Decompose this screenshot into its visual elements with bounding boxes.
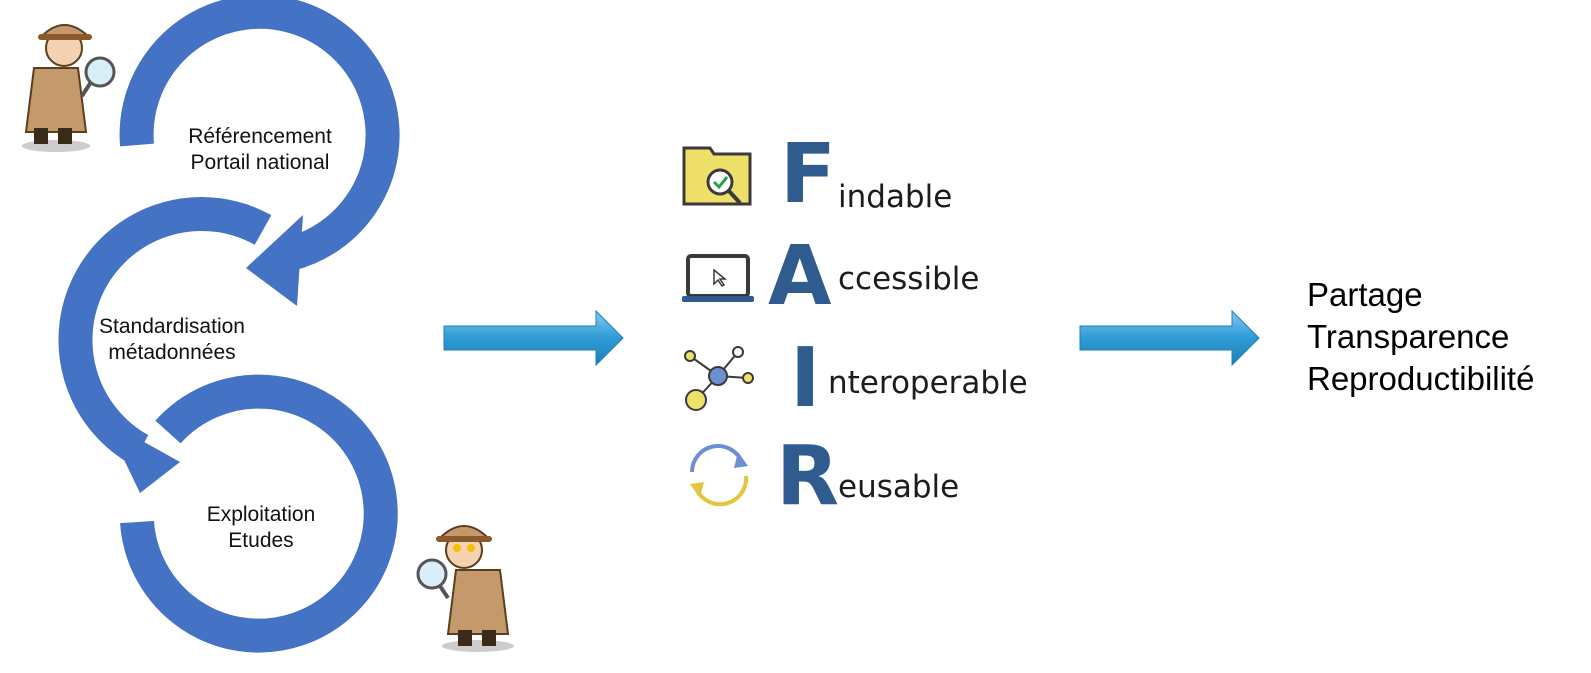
fair-letter-i: I — [790, 331, 821, 426]
cycle-step-line2: Portail national — [190, 151, 330, 174]
fair-word-rest-f: indable — [838, 179, 953, 215]
fair-letter-a: A — [768, 229, 832, 324]
recycle-arrows-icon — [690, 444, 749, 507]
cycle-arc-referencement — [119, 0, 400, 306]
network-nodes-icon — [684, 346, 754, 411]
arrow-to-outcomes — [1079, 309, 1260, 367]
cycle-step-referencement: Référencement Portail national — [168, 124, 352, 176]
fair-word-rest-i: nteroperable — [828, 365, 1028, 401]
cycle-step-line2: Etudes — [228, 529, 294, 552]
cycle-step-line1: Standardisation — [99, 315, 245, 338]
fair-letter-f: F — [780, 127, 837, 222]
cycle-step-exploitation: Exploitation Etudes — [178, 502, 344, 554]
fair-word-rest-a: ccessible — [838, 261, 980, 297]
fair-letter-r: R — [776, 429, 840, 524]
cycle-arc-exploitation — [120, 374, 398, 653]
cycle-step-line1: Exploitation — [206, 503, 316, 526]
laptop-cursor-icon — [682, 254, 754, 302]
cycle-step-standardisation: Standardisation métadonnées — [68, 314, 276, 366]
cycle-step-line2: métadonnées — [108, 341, 236, 364]
outcome-transparence: Transparence — [1307, 318, 1510, 355]
outcome-partage: Partage — [1307, 276, 1423, 313]
outcomes-list: Partage Transparence Reproductibilité — [1307, 274, 1534, 400]
folder-search-icon — [682, 146, 752, 206]
arrow-to-fair — [443, 309, 624, 367]
detective-searching-icon — [22, 24, 116, 152]
detective-happy-icon — [416, 525, 514, 652]
cycle-step-line1: Référencement — [188, 125, 332, 148]
cycle-arc-standardisation — [58, 196, 272, 493]
fair-word-rest-r: eusable — [838, 469, 960, 505]
outcome-reproductibilite: Reproductibilité — [1307, 360, 1535, 397]
